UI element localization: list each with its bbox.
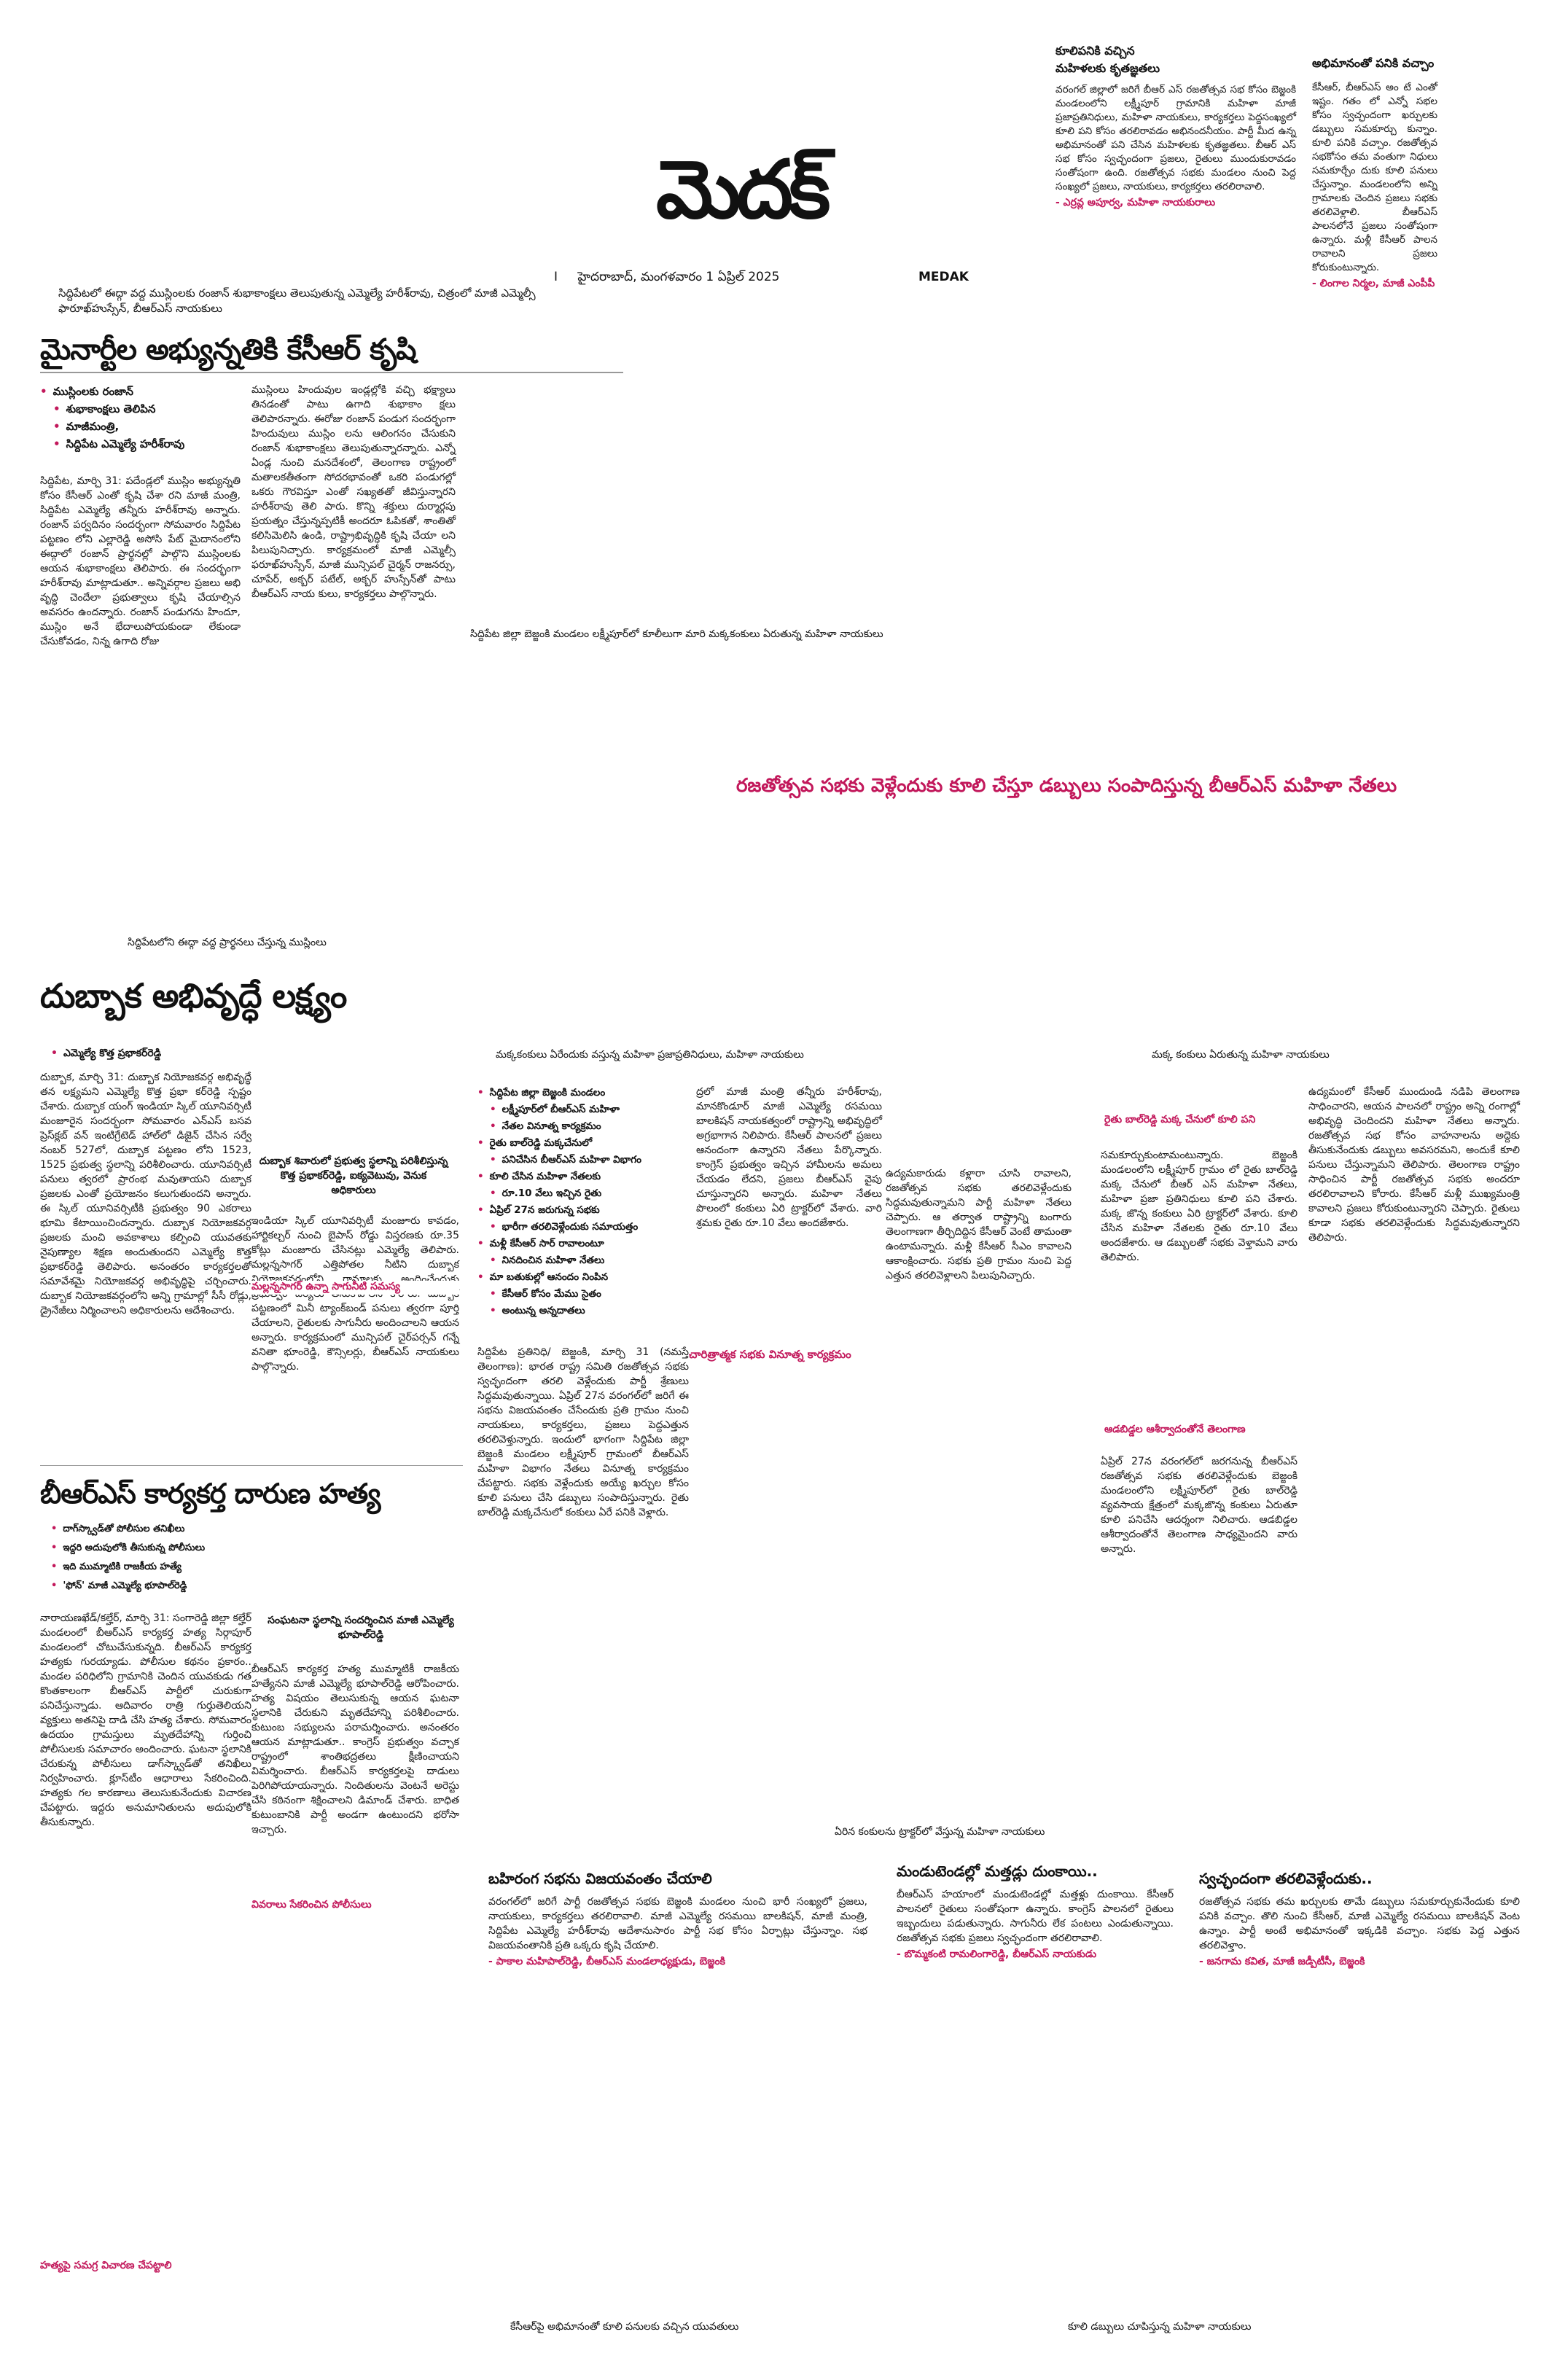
bottom-story-2: మండుటెండల్లో మత్తడ్లు దుంకాయి.. బీఆర్ఎస్… bbox=[897, 1862, 1174, 1962]
bullet-item: దాగ్‌స్క్వాడ్‌తో పోలీసుల తనిఖీలు bbox=[51, 1520, 292, 1539]
story-col: సమకూర్చుకుంటామంటున్నారు. బెజ్జంకి మండలంల… bbox=[1101, 1150, 1298, 1263]
bullet-item: లక్ష్మీపూర్‌లో బీఆర్ఎస్ మహిళా bbox=[477, 1101, 711, 1118]
photo-caption: ఏరిన కంకులను ట్రాక్టర్‌లో వేస్తున్న మహిళ… bbox=[835, 1826, 1045, 1838]
photo-caption: కూలి డబ్బులు చూపిస్తున్న మహిళా నాయకులు bbox=[1068, 2321, 1252, 2333]
story-col: సిద్దిపేట, మార్చి 31: పదేండ్లలో ముస్లిం … bbox=[40, 475, 241, 647]
story-heading: మహిళలకు కృతజ్ఞతలు bbox=[1055, 61, 1160, 75]
story-col: ద్రలో మాజీ మంత్రి తన్నీరు హరీశ్‌రావు, మా… bbox=[696, 1086, 882, 1229]
page-number: I bbox=[554, 270, 558, 284]
headline-dubbaka: దుబ్బాక అభివృద్ధే లక్ష్యం bbox=[40, 976, 347, 1015]
story-heading: మండుటెండల్లో మత్తడ్లు దుంకాయి.. bbox=[897, 1862, 1098, 1880]
story-heading: అభిమానంతో పనికి వచ్చాం bbox=[1312, 56, 1435, 70]
bullet-list: ఎమ్మెల్యే కొత్త ప్రభాకర్‌రెడ్డి bbox=[51, 1044, 313, 1063]
bullet-item: పనిచేసిన బీఆర్ఎస్ మహిళా విభాగం bbox=[477, 1152, 711, 1168]
story-byline: - జనగామ కవిత, మాజీ జడ్పీటీసీ, బెజ్జంకి bbox=[1199, 1956, 1365, 1967]
story-col: ఉద్యమంలో కేసీఆర్ ముందుండి నడిపి తెలంగాణ … bbox=[1308, 1086, 1520, 1244]
edition-label: MEDAK bbox=[918, 270, 969, 284]
masthead: మెదక్ bbox=[656, 146, 1035, 241]
photo-caption: సిద్దిపేట జిల్లా బెజ్జంకి మండలం లక్ష్మీప… bbox=[470, 628, 883, 640]
photo-caption: సిద్దిపేటలో ఈద్గా వద్ద ముస్లింలకు రంజాన్… bbox=[58, 286, 536, 315]
bullet-item: మా బతుకుల్లో ఆనందం నింపిన bbox=[477, 1269, 711, 1286]
photo-caption: కేసీఆర్‌పై అభిమానంతో కూలి పనులకు వచ్చిన … bbox=[510, 2321, 739, 2333]
bottom-story-3: స్వచ్ఛందంగా తరలివెళ్లేందుకు.. రజతోత్సవ స… bbox=[1199, 1870, 1520, 1970]
story-body: కేసీఆర్, బీఆర్ఎస్ అం టే ఎంతో ఇష్టం. గతం … bbox=[1312, 82, 1437, 273]
story-col: ఉద్యమకారుడు కళ్లారా చూసి రావాలని, రజతోత్… bbox=[886, 1168, 1072, 1281]
story-col: ఇండియా స్కిల్ యూనివర్సిటీ మంజూరు కావడం, … bbox=[251, 1215, 459, 1373]
bullet-item: ఇది ముమ్మాటికి రాజకీయ హత్యే bbox=[51, 1558, 292, 1577]
headline-rule bbox=[40, 372, 623, 373]
banner-headline: రజతోత్సవ సభకు వెళ్లేందుకు కూలి చేస్తూ డబ… bbox=[736, 775, 1397, 797]
subhead: వివరాలు సేకరించిన పోలీసులు bbox=[251, 1899, 372, 1911]
dateline-row: I హైదరాబాద్, మంగళవారం 1 ఏప్రిల్ 2025 MED… bbox=[554, 270, 991, 289]
bullet-item: ఇద్దరి అదుపులోకి తీసుకున్న పోలీసులు bbox=[51, 1539, 292, 1558]
subhead: ఆడబిడ్డల ఆశీర్వాదంతోనే తెలంగాణ bbox=[1104, 1424, 1246, 1435]
bullet-item: నినదించిన మహిళా నేతలు bbox=[477, 1252, 711, 1269]
masthead-title: మెదక్ bbox=[656, 142, 830, 236]
story-body: వరంగల్ జిల్లాలో జరిగే బీఆర్ ఎస్ రజతోత్సవ… bbox=[1055, 84, 1296, 192]
story-col: ఏప్రిల్ 27న వరంగల్‌లో జరగనున్న బీఆర్ఎస్ … bbox=[1101, 1456, 1298, 1555]
story-byline: - లింగాల నిర్మల, మాజీ ఎంపీపీ bbox=[1312, 278, 1435, 289]
bullet-list: దాగ్‌స్క్వాడ్‌తో పోలీసుల తనిఖీలు ఇద్దరి … bbox=[51, 1520, 292, 1596]
story-body: బీఆర్ఎస్ హయాంలో మండుటెండల్లో మత్తళ్లు దు… bbox=[897, 1889, 1174, 1944]
dateline: హైదరాబాద్, మంగళవారం 1 ఏప్రిల్ 2025 bbox=[577, 270, 780, 284]
divider bbox=[40, 1465, 463, 1466]
bullet-item: 'ఫోన్' మాజీ ఎమ్మెల్యే భూపాల్‌రెడ్డి bbox=[51, 1577, 292, 1596]
bullet-item: ఎమ్మెల్యే కొత్త ప్రభాకర్‌రెడ్డి bbox=[51, 1044, 313, 1063]
bullet-item: సిద్దిపేట ఎమ్మెల్యే హరీశ్‌రావు bbox=[40, 435, 251, 453]
bullet-item: మళ్లీ కేసీఆర్ సార్ రావాలంటూ bbox=[477, 1236, 711, 1252]
bullet-item: ముస్లింలకు రంజాన్ bbox=[40, 383, 251, 400]
bullet-item: నేతల వినూత్న కార్యక్రమం bbox=[477, 1118, 711, 1135]
bullet-item: ఏప్రిల్ 27న జరుగున్న సభకు bbox=[477, 1202, 711, 1219]
bullet-item: కూలి చేసిన మహిళా నేతలకు bbox=[477, 1168, 711, 1185]
story-col: నారాయణఖేడ్/కల్హేర్, మార్చి 31: సంగారెడ్డ… bbox=[40, 1612, 251, 1828]
story-col: బీఆర్ఎస్ కార్యకర్త హత్య ముమ్మాటికీ రాజకీ… bbox=[251, 1663, 459, 1835]
bullet-item: అంటున్న అన్నదాతలు bbox=[477, 1303, 711, 1319]
subhead: హత్యపై సమగ్ర విచారణ చేపట్టాలి bbox=[40, 2260, 172, 2271]
bottom-story-1: బహిరంగ సభను విజయవంతం చేయాలి వరంగల్‌లో జర… bbox=[488, 1870, 867, 1970]
bullet-item: కేసీఆర్ కోసం మేము సైతం bbox=[477, 1286, 711, 1303]
bullet-item: భారీగా తరలివెళ్లేందుకు సమాయత్తం bbox=[477, 1219, 711, 1236]
bullet-item: సిద్దిపేట జిల్లా బెజ్జంకి మండలం bbox=[477, 1085, 711, 1101]
photo-caption: సంఘటనా స్థలాన్ని సందర్శించిన మాజీ ఎమ్మెల… bbox=[268, 1615, 454, 1641]
story-heading: కూలిపనికి వచ్చిన bbox=[1055, 44, 1135, 58]
bullet-list: సిద్దిపేట జిల్లా బెజ్జంకి మండలం లక్ష్మీప… bbox=[477, 1085, 711, 1319]
photo-caption: మక్కకంకులు ఏరేందుకు వస్తున్న మహిళా ప్రజా… bbox=[496, 1049, 804, 1061]
right-top-story-1: కూలిపనికి వచ్చిన మహిళలకు కృతజ్ఞతలు వరంగల… bbox=[1055, 42, 1296, 211]
story-body: వరంగల్‌లో జరిగే పార్టీ రజతోత్సవ సభకు బెజ… bbox=[488, 1896, 867, 1951]
bullet-item: శుభాకాంక్షలు తెలిపిన bbox=[40, 400, 251, 418]
story-body: రజతోత్సవ సభకు తమ ఖర్చులకు తామే డబ్బులు స… bbox=[1199, 1896, 1520, 1951]
story-heading: స్వచ్ఛందంగా తరలివెళ్లేందుకు.. bbox=[1199, 1870, 1373, 1887]
story-byline: - బొమ్మకంటి రామలింగారెడ్డి, బీఆర్ఎస్ నాయ… bbox=[897, 1948, 1097, 1960]
bullet-item: రూ.10 వేలు ఇచ్చిన రైతు bbox=[477, 1185, 711, 1202]
story-byline: - ఎర్రవ్ల అపూర్వ, మహిళా నాయకురాలు bbox=[1055, 197, 1216, 208]
story-col: సిద్దిపేట ప్రతినిధి/ బెజ్జంకి, మార్చి 31… bbox=[477, 1346, 689, 1518]
subhead: చారిత్రాత్మక సభకు వినూత్న కార్యక్రమం bbox=[689, 1348, 851, 1361]
headline-minorities: మైనార్టీల అభ్యున్నతికి కేసీఆర్ కృషి bbox=[40, 333, 417, 367]
subhead: మల్లన్నసాగర్ ఉన్నా సాగునీటి సమస్య bbox=[251, 1281, 459, 1295]
subhead: రైతు బాల్‌రెడ్డి మక్క చేనులో కూలి పని bbox=[1104, 1114, 1256, 1125]
bullet-item: మాజీమంత్రి, bbox=[40, 418, 251, 435]
bullet-item: రైతు బాల్‌రెడ్డి మక్కచేనులో bbox=[477, 1135, 711, 1152]
portrait-photo bbox=[1443, 81, 1531, 249]
story-heading: బహిరంగ సభను విజయవంతం చేయాలి bbox=[488, 1870, 712, 1887]
story-byline: - పాకాల మహిపాల్‌రెడ్డి, బీఆర్ఎస్ మండలాధ్… bbox=[488, 1956, 725, 1967]
photo-caption: మక్క కంకులు ఏరుతున్న మహిళా నాయకులు bbox=[1152, 1049, 1330, 1061]
photo-caption: దుబ్బాక శివారులో ప్రభుత్వ స్థలాన్ని పరిశ… bbox=[259, 1155, 448, 1196]
headline-murder: బీఆర్ఎస్ కార్యకర్త దారుణ హత్య bbox=[40, 1478, 381, 1510]
story-col: ముస్లింలు హిందువుల ఇండ్లల్లోకి వచ్చి భక్… bbox=[251, 384, 456, 600]
right-top-story-2: అభిమానంతో పనికి వచ్చాం కేసీఆర్, బీఆర్ఎస్… bbox=[1312, 55, 1531, 292]
bullet-list: ముస్లింలకు రంజాన్ శుభాకాంక్షలు తెలిపిన మ… bbox=[40, 383, 251, 453]
story-col: దుబ్బాక, మార్చి 31: దుబ్బాక నియోజకవర్గ అ… bbox=[40, 1072, 251, 1316]
photo-caption: సిద్దిపేటలోని ఈద్గా వద్ద ప్రార్థనలు చేస్… bbox=[128, 937, 327, 948]
